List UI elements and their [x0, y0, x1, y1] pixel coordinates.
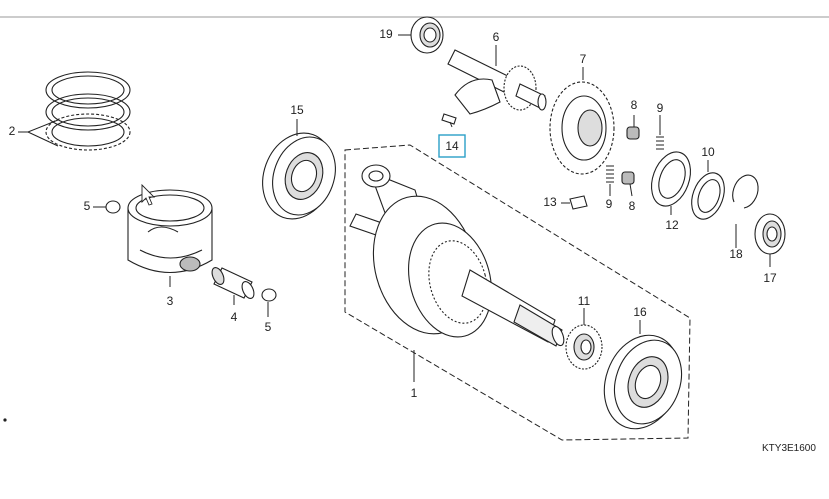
callout-3[interactable]: 3	[167, 294, 174, 308]
piston-rings-part[interactable]	[45, 71, 131, 151]
crankshaft-part[interactable]	[349, 164, 566, 347]
callout-9-lower[interactable]: 9	[606, 197, 613, 211]
balancer-shaft-part[interactable]	[447, 49, 547, 115]
callout-8-upper[interactable]: 8	[631, 98, 638, 112]
pin-8-lower-part[interactable]	[621, 171, 635, 185]
callout-13[interactable]: 13	[543, 195, 557, 209]
key-14-part[interactable]	[441, 113, 457, 125]
callout-17[interactable]: 17	[763, 271, 777, 285]
gear-7-part[interactable]	[549, 81, 615, 175]
callout-18[interactable]: 18	[729, 247, 743, 261]
callout-8-lower[interactable]: 8	[629, 199, 636, 213]
callout-19[interactable]: 19	[379, 27, 393, 41]
bearing-19-part[interactable]	[410, 16, 444, 54]
washer-12-part[interactable]	[645, 147, 698, 212]
callout-14[interactable]: 14	[445, 139, 459, 153]
piston-pin-clip-lower[interactable]	[261, 288, 277, 302]
key-13-part[interactable]	[569, 195, 588, 210]
callout-4[interactable]: 4	[231, 310, 238, 324]
leader-lines	[18, 34, 771, 382]
margin-dot	[3, 418, 7, 422]
callout-9-upper[interactable]: 9	[657, 101, 664, 115]
crankshaft-assembly-outline	[344, 144, 691, 441]
diagram-code: KTY3E1600	[762, 443, 816, 454]
callout-12[interactable]: 12	[665, 218, 679, 232]
pin-8-upper-part[interactable]	[626, 126, 640, 140]
callout-6[interactable]: 6	[493, 30, 500, 44]
callout-labels: 2 5 3 4 5 15 1 19 6 7 8 9 14 9 8 13 12 1…	[9, 27, 777, 400]
highlight-box-14	[438, 134, 466, 158]
callout-5-upper[interactable]: 5	[84, 199, 91, 213]
callout-16[interactable]: 16	[633, 305, 647, 319]
mouse-cursor-icon	[141, 183, 156, 206]
callout-15[interactable]: 15	[290, 103, 304, 117]
spring-9-upper-part[interactable]	[656, 136, 664, 150]
callout-10[interactable]: 10	[701, 145, 715, 159]
callout-5-lower[interactable]: 5	[265, 320, 272, 334]
spring-9-lower-part[interactable]	[606, 165, 614, 183]
circlip-18-part[interactable]	[732, 174, 759, 209]
callout-2[interactable]: 2	[9, 124, 16, 138]
piston-part[interactable]	[127, 189, 213, 274]
bearing-17-part[interactable]	[754, 213, 786, 255]
callout-11[interactable]: 11	[578, 294, 591, 308]
callout-7[interactable]: 7	[580, 52, 587, 66]
gear-11-part[interactable]	[565, 324, 603, 370]
bearing-16-part[interactable]	[592, 325, 693, 440]
piston-pin-clip-upper[interactable]	[105, 200, 121, 214]
callout-1[interactable]: 1	[411, 386, 418, 400]
piston-pin-part[interactable]	[210, 266, 257, 301]
bearing-15-part[interactable]	[251, 123, 346, 229]
washer-10-part[interactable]	[686, 168, 731, 223]
